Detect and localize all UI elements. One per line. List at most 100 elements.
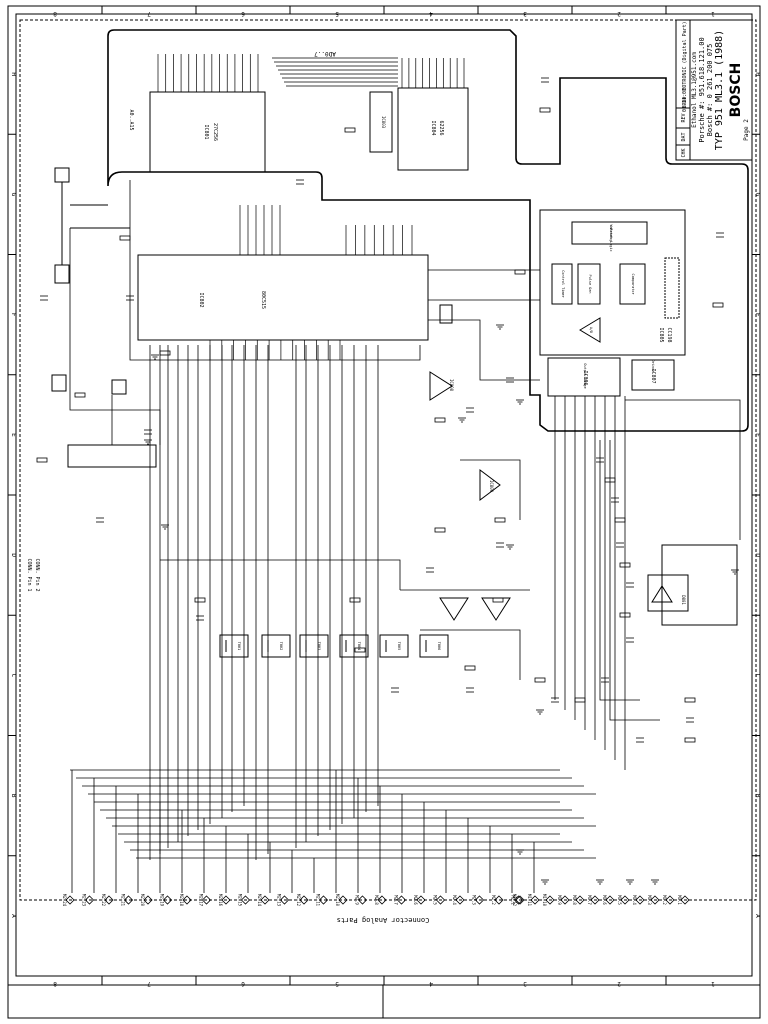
border-column-marker: 8 — [53, 10, 57, 17]
connector-pin-marker — [474, 895, 485, 905]
title-sheet-desc: BRD#: MOTRONIC (Digital Part) — [682, 21, 688, 108]
connector-pin-marker — [201, 895, 212, 905]
driver-transistor-ref: T804 — [357, 642, 361, 650]
connector-pin-marker — [494, 895, 504, 905]
left-transistors — [51, 167, 157, 468]
connector-pin-label: M1.1 — [677, 895, 682, 905]
sensor-ref: D801 — [681, 595, 686, 605]
connector-pin-marker — [635, 895, 645, 905]
border-row-marker: E — [10, 433, 17, 437]
border-column-marker: 5 — [335, 980, 339, 987]
connector-pin-label: M1.11 — [527, 894, 532, 907]
border-row-marker: F — [10, 313, 17, 317]
connector-pin-marker — [620, 895, 630, 905]
border-column-marker: 8 — [53, 980, 57, 987]
connector-pin-marker — [590, 895, 600, 905]
connector-pin-label: M2.2 — [491, 895, 496, 905]
border-row-marker: A — [10, 914, 17, 918]
connector-pin-marker — [605, 895, 615, 905]
border-column-marker: 3 — [523, 10, 527, 17]
connector-pin-label: M2.4 — [452, 895, 457, 905]
connector-pin-label: M1.12 — [512, 894, 517, 907]
border-column-marker: 2 — [617, 980, 621, 987]
connector-pin-label: M2.17 — [199, 894, 204, 907]
connector-pin-label: M2.23 — [82, 894, 87, 907]
driver-transistor-ref: T801 — [237, 642, 241, 650]
connector-pin-label: M2.7 — [394, 895, 399, 905]
passive-components — [36, 77, 739, 885]
connector-pin-marker — [240, 895, 251, 905]
connector-pin-marker — [515, 895, 525, 905]
ic803-latch: IC803 — [369, 91, 393, 153]
connector-pin-marker — [84, 895, 95, 905]
title-type: TYP 951 ML3.1 (1988) — [714, 30, 725, 150]
border-column-marker: 2 — [617, 10, 621, 17]
ic805-internal-block-label: Control Timer — [561, 270, 565, 297]
connector-pin-marker — [377, 895, 387, 905]
driver-transistor-ref: T806 — [437, 642, 441, 650]
ic806-ref: IC806 — [582, 370, 588, 385]
title-rev-label: REV — [681, 113, 687, 122]
bus-label-addr: A0..A15 — [128, 109, 134, 130]
connector-pin-marker — [104, 895, 114, 905]
ic805-part: CC198 — [666, 327, 672, 342]
connector-pin-marker — [680, 895, 690, 905]
connector-pin-marker — [455, 895, 465, 905]
ic805-internal-block-label: Reset Logic — [609, 228, 613, 251]
connector-pin-label: M1.6 — [602, 895, 607, 905]
ic802-cpu: IC802 80C515 — [137, 205, 429, 360]
connector-pin-label: M1.2 — [662, 895, 667, 905]
ic805-internal-block-label: Watchdog — [609, 225, 613, 242]
footer-label: Connector Analog Parts — [337, 916, 430, 924]
connector-pin-marker — [143, 895, 153, 905]
connector-pin-marker — [299, 895, 309, 905]
side-note-2: CONN. Pin 2 — [34, 558, 40, 591]
connector-pin-label: M1.10 — [542, 894, 547, 907]
connector-pin-marker — [435, 895, 446, 905]
title-brand: BOSCH — [728, 63, 744, 118]
ic808-ref: IC808 — [449, 379, 454, 392]
connector-pin-label: M1.8 — [572, 895, 577, 905]
connector-pin-marker — [530, 895, 540, 905]
border-row-marker: E — [754, 433, 761, 437]
ic803-ref: IC803 — [381, 116, 386, 129]
title-chk-label: CHK — [681, 148, 687, 157]
connector-pin-label: M2.12 — [296, 894, 301, 907]
connector-pin-label: M2.3 — [472, 895, 477, 905]
sensor-block — [647, 544, 738, 626]
connector-pin-marker — [260, 895, 270, 905]
border-column-marker: 4 — [429, 980, 433, 987]
title-page: Page 2 — [743, 119, 750, 141]
title-dat-label: DAT — [681, 132, 687, 141]
ic804-part: 62256 — [438, 120, 444, 135]
ic801-ref: IC801 — [203, 124, 209, 139]
connector-pin-label: M2.10 — [335, 894, 340, 907]
ic805-internal-block-label: Pulse Gen — [588, 275, 592, 294]
connector-pin-marker — [123, 895, 134, 905]
connector-pin-marker — [416, 895, 426, 905]
ic804-ram: IC804 62256 — [397, 58, 469, 171]
connector-pin-marker — [513, 895, 524, 905]
title-bosch-number: Bosch #: 0 261 200 075 — [706, 44, 714, 137]
ic801-eprom: IC801 27C256 — [149, 54, 266, 173]
driver-transistor-ref: T802 — [279, 642, 283, 650]
border-row-marker: A — [754, 914, 761, 918]
connector-pin-label: M2.13 — [277, 894, 282, 907]
connector-pin-label: M2.1 — [511, 895, 516, 905]
border-column-marker: 5 — [335, 10, 339, 17]
connector-pin-marker — [338, 895, 348, 905]
connector-pin-label: M2.8 — [374, 895, 379, 905]
connector-pin-marker — [545, 895, 555, 905]
border-column-marker: 6 — [241, 980, 245, 987]
connector-pin-marker — [182, 895, 192, 905]
connector-pin-marker — [65, 895, 75, 905]
ic805-internal-block-label: Comparator — [631, 273, 635, 294]
ic801-part: 27C256 — [212, 123, 218, 141]
title-porsche-number: Porsche #: 951.618.121.00 — [698, 37, 706, 142]
connector-pin-label: M1.5 — [617, 895, 622, 905]
border-row-marker: D — [754, 553, 761, 557]
